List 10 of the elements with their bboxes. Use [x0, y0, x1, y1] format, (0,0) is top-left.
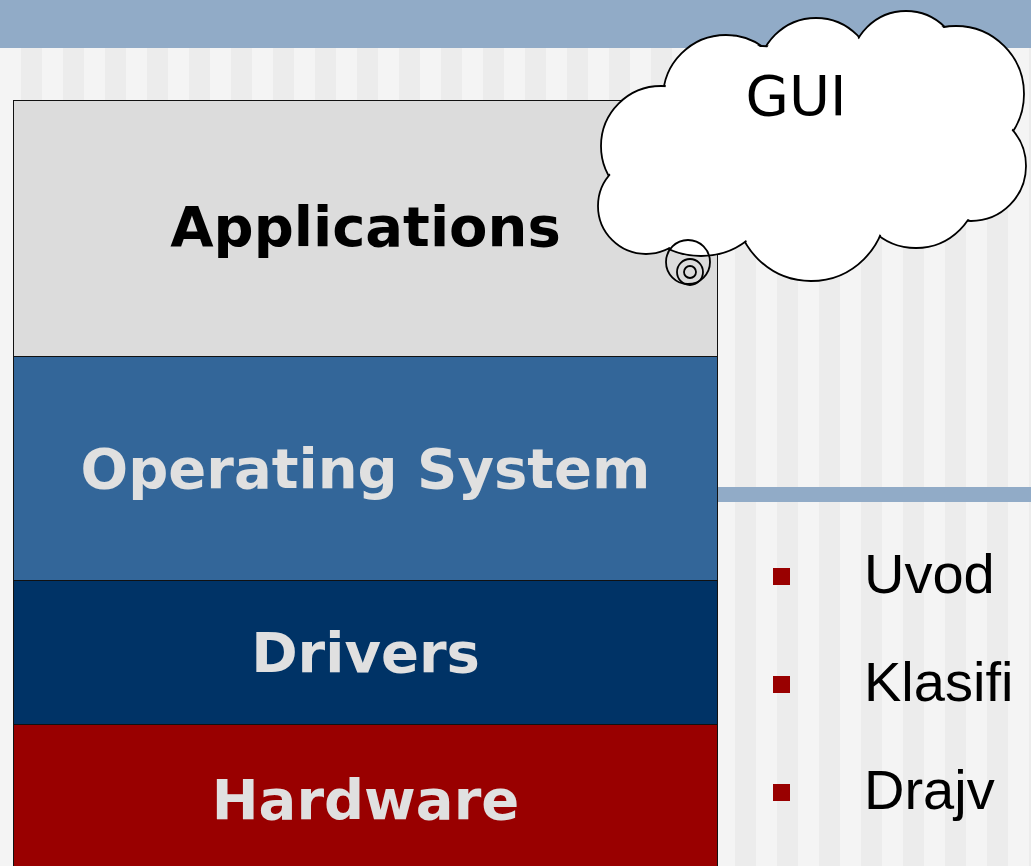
layer-box [13, 356, 718, 581]
layer-label: Drivers [251, 620, 480, 685]
bullet-text: Klasifi [864, 654, 1014, 710]
bullet-text: Uvod [864, 546, 995, 602]
layer-label: Hardware [211, 767, 520, 832]
layer-box [13, 724, 718, 866]
layer-label: Applications [170, 194, 561, 259]
layer-label: Operating System [80, 436, 651, 501]
cloud-label: GUI [744, 68, 848, 124]
layer-box [13, 580, 718, 725]
